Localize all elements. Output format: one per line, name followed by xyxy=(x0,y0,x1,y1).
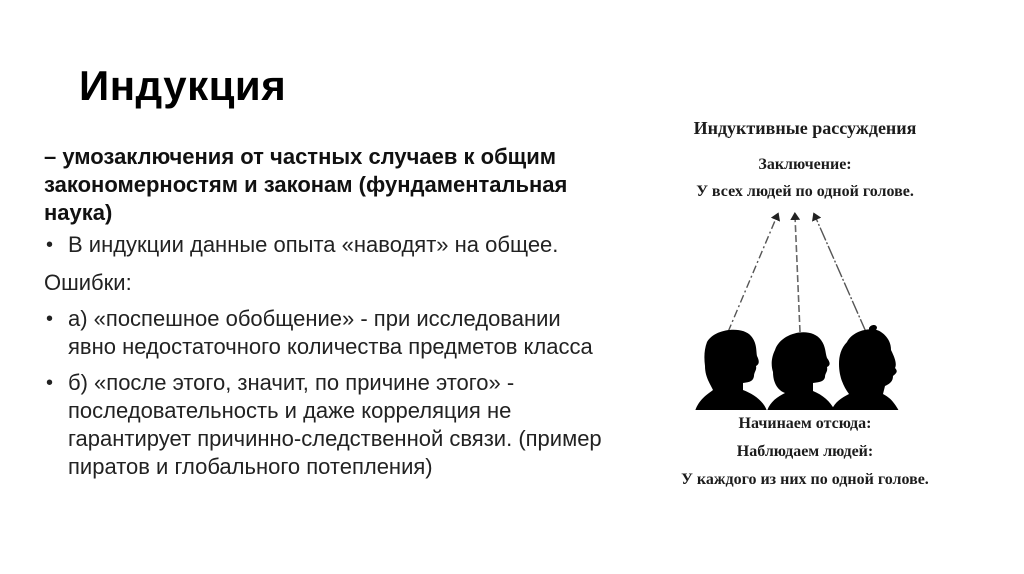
bullet-text: б) «после этого, значит, по причине этог… xyxy=(68,370,602,479)
conclusion-text: У всех людей по одной голове. xyxy=(696,183,914,200)
bullet-error-b: • б) «после этого, значит, по причине эт… xyxy=(44,369,614,481)
bullet-induction: • В индукции данные опыта «наводят» на о… xyxy=(44,231,614,259)
bullet-error-a: • а) «поспешное обобщение» - при исследо… xyxy=(44,305,614,361)
slide-content: – умозаключения от частных случаев к общ… xyxy=(44,143,614,481)
head-silhouette-elder-icon xyxy=(831,325,899,410)
start-label: Начинаем отсюда: xyxy=(738,415,872,432)
arrow-middle-icon xyxy=(790,212,801,333)
bullet-icon: • xyxy=(46,234,54,256)
induction-diagram: Индуктивные рассуждения Заключение: У вс… xyxy=(625,110,985,500)
bullet-text: а) «поспешное обобщение» - при исследова… xyxy=(68,306,593,359)
conclusion-label: Заключение: xyxy=(758,156,852,173)
bullet-text: В индукции данные опыта «наводят» на общ… xyxy=(68,232,559,257)
slide-title: Индукция xyxy=(79,62,287,109)
observe-label: Наблюдаем людей: xyxy=(736,443,874,460)
diagram-graphic xyxy=(695,212,899,410)
errors-label: Ошибки: xyxy=(44,270,132,295)
bullet-icon: • xyxy=(46,308,54,330)
diagram-title: Индуктивные рассуждения xyxy=(693,118,917,138)
arrow-right-icon xyxy=(812,212,867,333)
head-silhouette-woman-icon xyxy=(767,332,835,410)
bullet-icon: • xyxy=(46,372,54,394)
observation-text: У каждого из них по одной голове. xyxy=(681,471,929,488)
head-silhouette-man-icon xyxy=(695,329,767,410)
arrow-left-icon xyxy=(727,212,781,333)
definition-text: – умозаключения от частных случаев к общ… xyxy=(44,144,568,225)
